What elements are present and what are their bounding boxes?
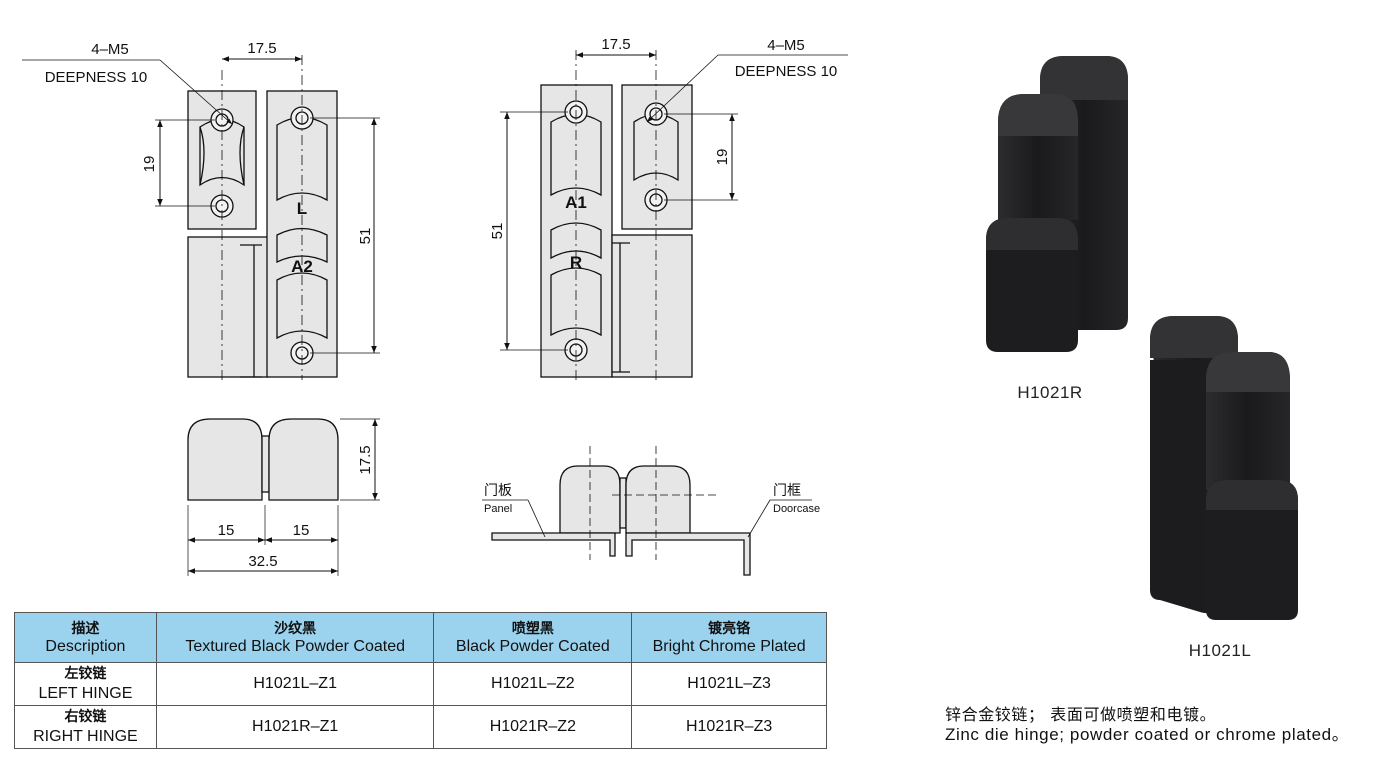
right-view-dim-width: 17.5 (601, 36, 630, 53)
top-view-dim-right: 15 (293, 522, 310, 539)
doorcase-label-cn: 门框 (773, 483, 801, 499)
right-hinge-front-view (540, 50, 693, 380)
table-cell: H1021R–Z2 (433, 705, 633, 749)
product-image-h1021l (1150, 316, 1298, 620)
right-view-mark-lower: R (570, 253, 582, 272)
left-view-mark-upper: L (297, 199, 307, 218)
right-view-dim-hole-spacing: 19 (714, 149, 731, 166)
table-cell: H1021L–Z1 (155, 662, 435, 706)
right-view-dim-height: 51 (489, 223, 506, 240)
product-label-h1021l: H1021L (1189, 641, 1252, 660)
right-view-callout-thread: 4–M5 (767, 37, 805, 54)
install-view (491, 446, 751, 576)
left-view-dim-hole-spacing: 19 (141, 156, 158, 173)
left-hinge-front-view (187, 55, 338, 380)
table-cell: H1021R–Z3 (631, 705, 827, 749)
product-label-h1021r: H1021R (1017, 383, 1082, 402)
install-view-leaders (482, 499, 812, 538)
table-cell: H1021L–Z3 (631, 662, 827, 706)
left-view-dim-width: 17.5 (247, 40, 276, 57)
top-view-dim-total: 32.5 (248, 553, 277, 570)
panel-label-en: Panel (484, 503, 512, 515)
top-view-dimensions (187, 418, 380, 576)
left-view-mark-lower: A2 (291, 257, 313, 276)
left-view-dimensions (22, 56, 380, 354)
top-view-dim-depth: 17.5 (357, 445, 374, 474)
right-view-dimensions (500, 52, 848, 351)
doorcase-label-en: Doorcase (773, 503, 820, 515)
right-view-mark-upper: A1 (565, 193, 587, 212)
left-view-dim-height: 51 (357, 228, 374, 245)
product-note: 锌合金铰链； 表面可做喷塑和电镀。 Zinc die hinge; powder… (945, 705, 1365, 745)
note-en: Zinc die hinge; powder coated or chrome … (945, 725, 1350, 744)
note-cn: 锌合金铰链； 表面可做喷塑和电镀。 (945, 705, 1217, 724)
product-image-h1021r (986, 56, 1128, 352)
table-cell: H1021R–Z1 (155, 705, 435, 749)
panel-label-cn: 门板 (484, 483, 512, 499)
table-cell: H1021L–Z2 (433, 662, 633, 706)
top-view (187, 418, 339, 501)
left-view-callout-thread: 4–M5 (91, 41, 129, 58)
top-view-dim-left: 15 (218, 522, 235, 539)
right-view-callout-depth: DEEPNESS 10 (735, 63, 838, 80)
left-view-callout-depth: DEEPNESS 10 (45, 69, 148, 86)
